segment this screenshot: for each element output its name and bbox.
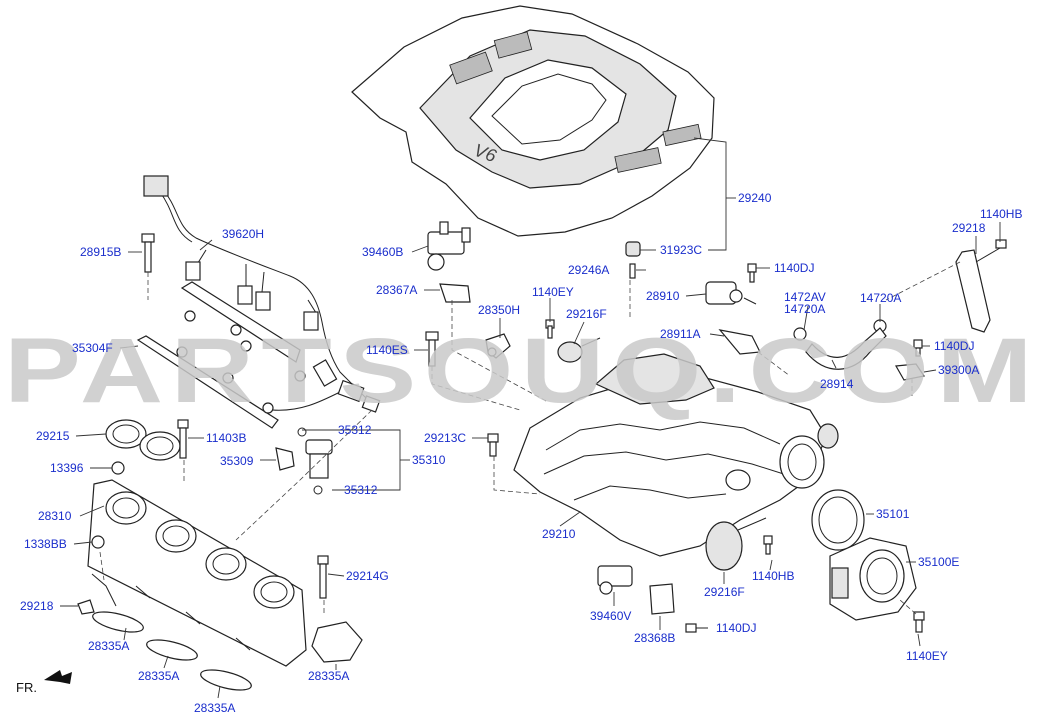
label-14720A-a[interactable]: 14720A	[784, 302, 825, 316]
label-28335A-d[interactable]: 28335A	[308, 669, 349, 683]
bolt-1140HB-top	[975, 239, 1007, 263]
clamp-1472AV	[793, 327, 807, 341]
orientation-label: FR.	[16, 680, 37, 695]
label-29246A[interactable]: 29246A	[568, 263, 609, 277]
label-28310[interactable]: 28310	[38, 509, 72, 523]
label-28915B[interactable]: 28915B	[80, 245, 121, 259]
bracket-28367A	[439, 283, 471, 303]
bolt-1140EY-bot	[913, 611, 925, 633]
label-1140ES[interactable]: 1140ES	[366, 343, 408, 357]
label-28367A[interactable]: 28367A	[376, 283, 417, 297]
label-35312-b[interactable]: 35312	[344, 483, 378, 497]
solenoid-valve-bottom	[597, 565, 633, 595]
engine-cover: V6	[351, 5, 715, 237]
gasket-29215	[105, 419, 181, 461]
label-39460V[interactable]: 39460V	[590, 609, 631, 623]
guide-lines	[99, 261, 961, 616]
injector-35310	[297, 427, 333, 495]
bolt-11403B	[177, 419, 189, 459]
label-39460B[interactable]: 39460B	[362, 245, 403, 259]
actuator-bottom	[705, 517, 767, 571]
gaskets-28335A	[92, 611, 363, 691]
label-29216F-bot[interactable]: 29216F	[704, 585, 745, 599]
label-1472AV[interactable]: 1472AV	[784, 290, 826, 304]
label-31923C[interactable]: 31923C	[660, 243, 702, 257]
fitting-28350H	[485, 333, 511, 359]
label-14720A-b[interactable]: 14720A	[860, 291, 901, 305]
bolt-29213C	[487, 433, 499, 457]
hose-28914	[805, 327, 887, 370]
actuator-top	[557, 337, 601, 363]
label-1140HB-bot[interactable]: 1140HB	[752, 569, 794, 583]
gasket-35101	[811, 489, 865, 551]
bracket-28911A	[718, 329, 761, 355]
bolt-1140HB-bot	[763, 535, 773, 555]
fuel-rail	[136, 335, 279, 429]
label-39300A[interactable]: 39300A	[938, 363, 979, 377]
label-29216F-top[interactable]: 29216F	[566, 307, 607, 321]
label-28350H[interactable]: 28350H	[478, 303, 520, 317]
grommet-part	[625, 241, 641, 257]
fuel-rail-upper	[180, 281, 306, 382]
leader-lines	[60, 137, 1001, 699]
label-13396[interactable]: 13396	[50, 461, 84, 475]
label-35304F[interactable]: 35304F	[72, 341, 113, 355]
solenoid-valve-top	[427, 221, 471, 271]
label-28914[interactable]: 28914	[820, 377, 854, 391]
label-29210[interactable]: 29210	[542, 527, 576, 541]
harness-connector	[143, 175, 169, 197]
plug-1338BB	[91, 535, 105, 549]
label-28910[interactable]: 28910	[646, 289, 680, 303]
valve-28910	[705, 281, 757, 305]
intake-manifold	[513, 353, 839, 557]
label-1140EY-top[interactable]: 1140EY	[532, 285, 574, 299]
bolt-1140DJ-bot	[685, 623, 708, 633]
label-35101[interactable]: 35101	[876, 507, 910, 521]
front-arrow-icon	[44, 670, 72, 684]
nut-13396	[111, 461, 125, 475]
wiring-harness	[143, 175, 369, 411]
clip-35309	[275, 447, 295, 471]
label-29218-left[interactable]: 29218	[20, 599, 54, 613]
clip-29218-left	[77, 599, 95, 615]
label-1338BB[interactable]: 1338BB	[24, 537, 67, 551]
sensor-39300A	[895, 363, 925, 381]
label-35100E[interactable]: 35100E	[918, 555, 959, 569]
label-35309[interactable]: 35309	[220, 454, 254, 468]
label-29218-top[interactable]: 29218	[952, 221, 986, 235]
lower-intake-manifold	[87, 479, 307, 667]
stud-part	[629, 263, 636, 279]
label-35310[interactable]: 35310	[412, 453, 446, 467]
label-1140DJ-right[interactable]: 1140DJ	[934, 339, 974, 353]
label-1140HB-top[interactable]: 1140HB	[980, 207, 1022, 221]
label-29240[interactable]: 29240	[738, 191, 772, 205]
label-1140EY-bot[interactable]: 1140EY	[906, 649, 948, 663]
stud-29214G	[317, 555, 329, 599]
bolt-1140DJ-top	[747, 263, 757, 283]
watermark: PARTSOUQ.COM	[4, 320, 1040, 422]
label-28368B[interactable]: 28368B	[634, 631, 675, 645]
label-39620H[interactable]: 39620H	[222, 227, 264, 241]
throttle-body	[829, 537, 917, 621]
bracket-29218-right	[955, 249, 991, 333]
bolt-1140DJ-right	[913, 339, 923, 357]
label-11403B[interactable]: 11403B	[206, 431, 246, 445]
label-35312-a[interactable]: 35312	[338, 423, 372, 437]
bracket-28368B	[649, 583, 675, 615]
label-1140DJ-bot[interactable]: 1140DJ	[716, 621, 756, 635]
injector-cluster	[312, 359, 381, 413]
label-28335A-b[interactable]: 28335A	[138, 669, 179, 683]
label-28335A-c[interactable]: 28335A	[194, 701, 235, 715]
label-29215[interactable]: 29215	[36, 429, 70, 443]
label-28335A-a[interactable]: 28335A	[88, 639, 129, 653]
bolt-28915B	[141, 233, 155, 273]
label-1140DJ-top[interactable]: 1140DJ	[774, 261, 814, 275]
label-28911A[interactable]: 28911A	[660, 327, 700, 341]
label-29214G[interactable]: 29214G	[346, 569, 389, 583]
label-29213C[interactable]: 29213C	[424, 431, 466, 445]
